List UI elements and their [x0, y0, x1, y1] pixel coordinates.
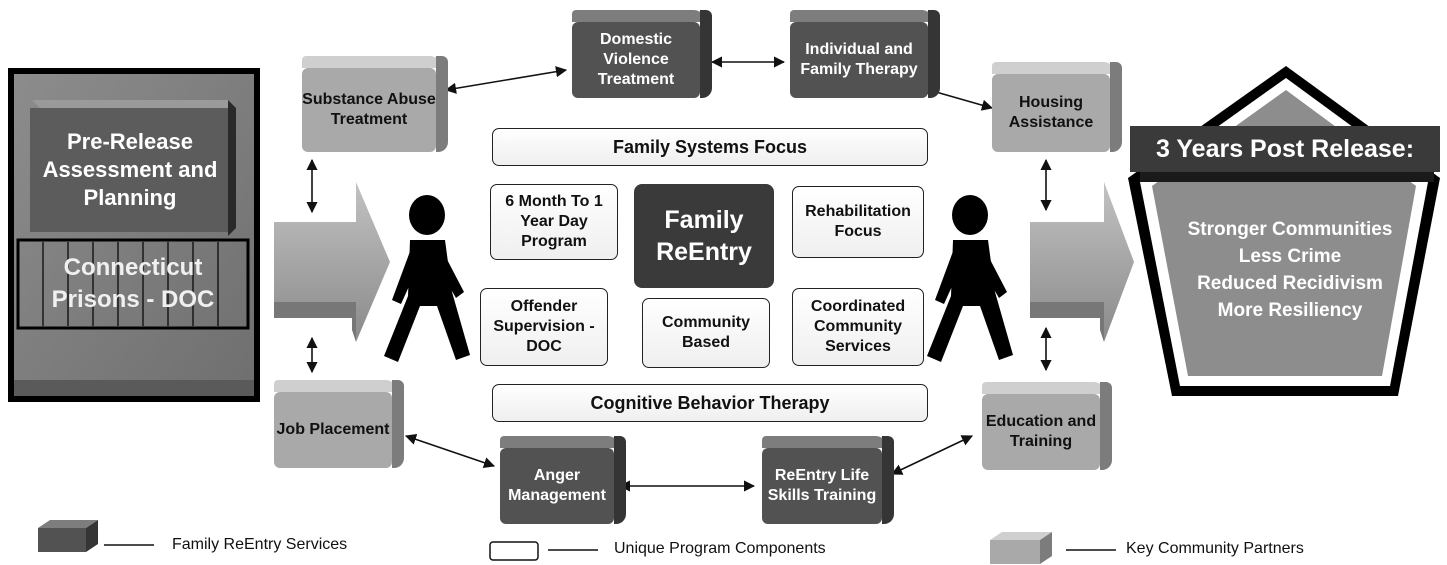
family-systems-banner: Family Systems Focus — [492, 128, 928, 166]
day-program-component: 6 Month To 1 Year Day Program — [490, 184, 618, 260]
outcome-list: Stronger Communities Less Crime Reduced … — [1150, 216, 1430, 324]
cognitive-behavior-banner: Cognitive Behavior Therapy — [492, 384, 928, 422]
family-therapy-label: Individual and Family Therapy — [800, 41, 918, 78]
coordinated-services-component: Coordinated Community Services — [792, 288, 924, 366]
legend-unique-label: Unique Program Components — [614, 540, 826, 557]
outcome-item: Reduced Recidivism — [1197, 273, 1383, 294]
rehabilitation-text: Rehabilitation Focus — [805, 203, 911, 240]
domestic-violence-label: Domestic Violence Treatment — [597, 31, 675, 88]
pre-release-planning-label: Pre-Release Assessment and Planning — [32, 110, 228, 230]
left-flow-arrow — [274, 182, 390, 342]
job-placement-label: Job Placement — [276, 421, 390, 438]
education-box: Education and Training — [982, 382, 1112, 470]
family-reentry-center: Family ReEntry — [634, 184, 774, 288]
rehabilitation-component: Rehabilitation Focus — [792, 186, 924, 258]
housing-label: Housing Assistance — [1008, 94, 1094, 131]
coordinated-services-text: Coordinated Community Services — [810, 298, 906, 355]
outcome-pentagon — [1128, 66, 1440, 396]
family-systems-text: Family Systems Focus — [612, 137, 808, 157]
cognitive-behavior-text: Cognitive Behavior Therapy — [590, 393, 830, 413]
walking-figure-left — [384, 195, 470, 362]
outcome-item: Stronger Communities — [1187, 219, 1393, 240]
substance-abuse-box: Substance Abuse Treatment — [302, 56, 448, 152]
domestic-violence-box: Domestic Violence Treatment — [572, 10, 712, 98]
connecticut-prisons-label: Connecticut Prisons - DOC — [20, 242, 246, 326]
family-reentry-title: Family ReEntry — [656, 206, 752, 266]
anger-management-label: Anger Management — [508, 467, 606, 504]
life-skills-box: ReEntry Life Skills Training — [762, 436, 894, 524]
community-based-component: Community Based — [642, 298, 770, 368]
day-program-text: 6 Month To 1 Year Day Program — [505, 193, 603, 250]
life-skills-label: ReEntry Life Skills Training — [767, 467, 877, 504]
pre-release-planning-text: Pre-Release Assessment and Planning — [42, 129, 218, 210]
outcome-title-text: 3 Years Post Release: — [1155, 134, 1415, 163]
family-therapy-box: Individual and Family Therapy — [790, 10, 940, 98]
anger-management-box: Anger Management — [500, 436, 626, 524]
legend-graphics — [38, 520, 1116, 564]
outcome-item: More Resiliency — [1217, 300, 1363, 321]
walking-figure-right — [927, 195, 1013, 362]
housing-box: Housing Assistance — [992, 62, 1122, 152]
substance-abuse-label: Substance Abuse Treatment — [302, 91, 436, 128]
right-flow-arrow — [1030, 182, 1134, 342]
legend-services-label: Family ReEntry Services — [172, 536, 348, 553]
supervision-component: Offender Supervision - DOC — [480, 288, 608, 366]
job-placement-box: Job Placement — [274, 380, 404, 468]
legend-partners-label: Key Community Partners — [1126, 540, 1304, 557]
education-label: Education and Training — [985, 413, 1097, 450]
prison-panel — [8, 68, 260, 402]
outcome-title: 3 Years Post Release: — [1130, 126, 1440, 172]
outcome-item: Less Crime — [1238, 246, 1342, 267]
community-based-text: Community Based — [662, 314, 750, 351]
supervision-text: Offender Supervision - DOC — [493, 298, 595, 355]
connecticut-prisons-text: Connecticut Prisons - DOC — [51, 254, 215, 313]
